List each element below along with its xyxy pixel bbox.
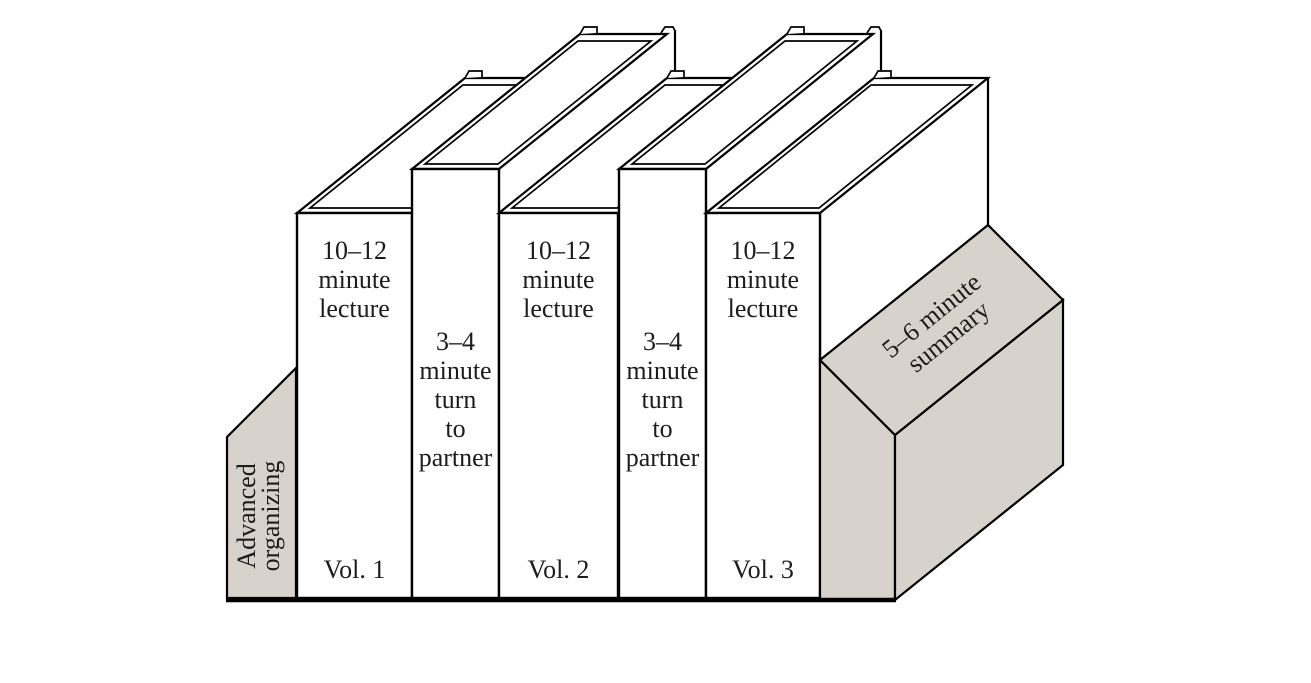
turn-book-1-page-inset bbox=[422, 40, 654, 165]
book-vol-3-label-line-3: lecture bbox=[728, 294, 799, 323]
book-vol-3-page-inset bbox=[716, 84, 975, 209]
turn-book-1-label-line-5: partner bbox=[419, 443, 493, 472]
book-vol-2-spine bbox=[497, 211, 620, 600]
book-vol-3-back-cap bbox=[873, 70, 892, 79]
book-vol-3-label-line-1: 10–12 bbox=[731, 236, 796, 265]
right-bookend-top-face bbox=[818, 223, 1065, 437]
book-vol-1-label-line-3: lecture bbox=[319, 294, 390, 323]
book-vol-1-label-line-2: minute bbox=[318, 265, 390, 294]
book-vol-2-label-line-3: lecture bbox=[523, 294, 594, 323]
book-vol-2-back-cap bbox=[666, 70, 685, 79]
turn-book-2-back-right-cap bbox=[866, 26, 882, 34]
turn-book-2-label-line-1: 3–4 bbox=[643, 327, 682, 356]
turn-book-2-label-line-5: partner bbox=[626, 443, 700, 472]
left-bookend-label-line-1: Advanced bbox=[232, 463, 261, 568]
turn-book-1-label-line-2: minute bbox=[419, 356, 491, 385]
turn-book-2-spine bbox=[617, 167, 708, 600]
turn-book-2-label-line-3: turn bbox=[642, 385, 684, 414]
turn-book-1-label-line-1: 3–4 bbox=[436, 327, 475, 356]
book-vol-1-label-line-1: 10–12 bbox=[322, 236, 387, 265]
turn-book-1-back-right-cap bbox=[660, 26, 676, 34]
book-vol-2-label-line-2: minute bbox=[522, 265, 594, 294]
turn-book-1-back-left-cap bbox=[579, 26, 598, 35]
left-bookend: Advanced organizing bbox=[225, 365, 298, 600]
turn-book-1-spine bbox=[410, 167, 501, 600]
book-vol-3-volume-label: Vol. 3 bbox=[732, 555, 794, 584]
book-vol-3-label-line-2: minute bbox=[727, 265, 799, 294]
turn-book-2-page-inset bbox=[629, 40, 860, 165]
book-vol-2-volume-label: Vol. 2 bbox=[528, 555, 590, 584]
book-vol-2-label-line-1: 10–12 bbox=[526, 236, 591, 265]
turn-book-2-label-line-4: to bbox=[652, 414, 672, 443]
left-bookend-label-line-2: organizing bbox=[256, 461, 285, 572]
turn-book-1-label-line-3: turn bbox=[435, 385, 477, 414]
turn-book-2-label-line-2: minute bbox=[626, 356, 698, 385]
book-vol-3-spine bbox=[704, 211, 822, 600]
right-bookend: 5–6 minute summary bbox=[818, 223, 1065, 603]
book-vol-1-back-cap bbox=[464, 70, 483, 79]
left-bookend-label: Advanced organizing bbox=[232, 461, 285, 572]
turn-book-1-label-line-4: to bbox=[445, 414, 465, 443]
book-vol-1-volume-label: Vol. 1 bbox=[324, 555, 386, 584]
turn-book-2-back-left-cap bbox=[786, 26, 805, 35]
